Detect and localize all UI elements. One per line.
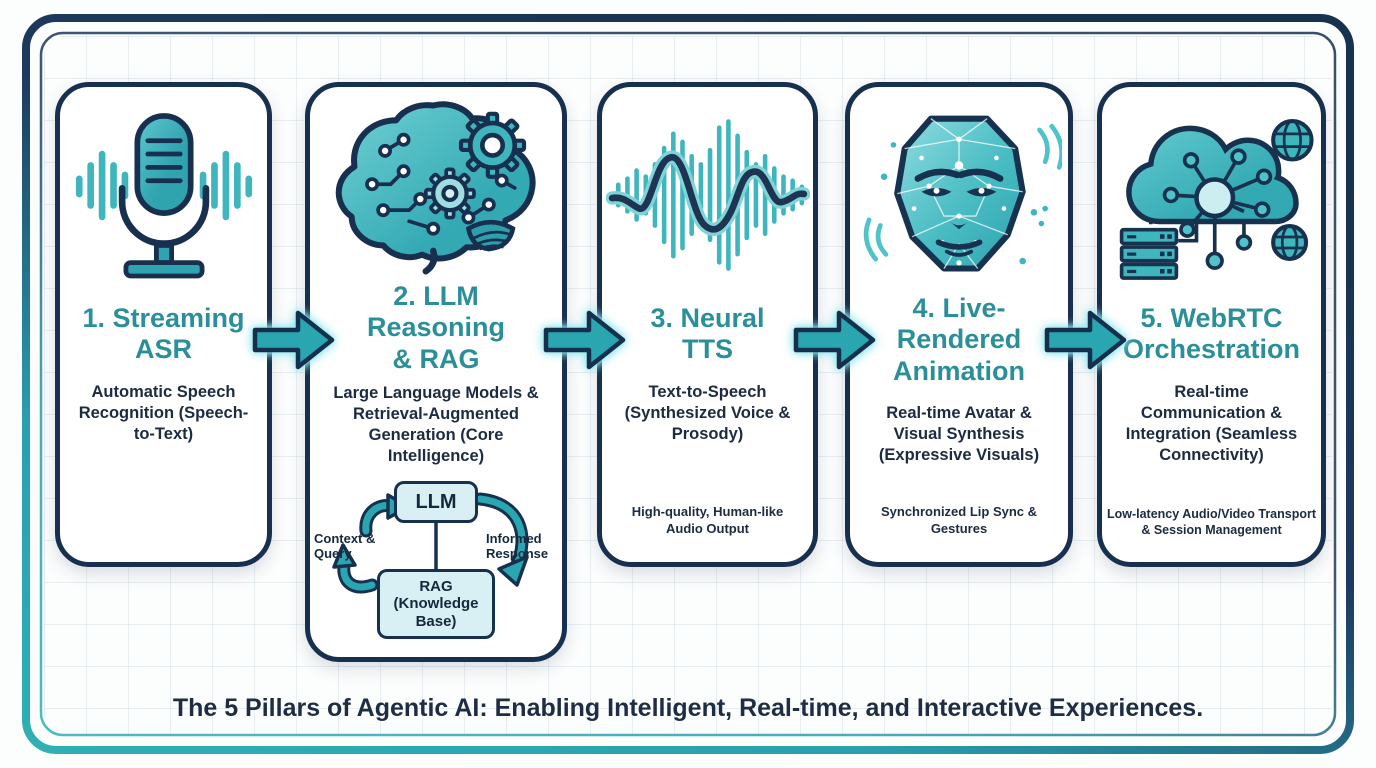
- flow-arrow-3: [793, 310, 876, 370]
- context-query-label: Context & Query: [314, 531, 376, 562]
- flow-arrow-4: [1044, 310, 1127, 370]
- pillar-subtitle: Real-time Avatar & Visual Synthesis (Exp…: [878, 403, 1040, 465]
- pillar-footnote: Low-latency Audio/Video Transport & Sess…: [1106, 506, 1317, 537]
- pillar-card-llm-rag: 2. LLM Reasoning & RAG Large Language Mo…: [305, 82, 567, 662]
- pillar-footnote: High-quality, Human-like Audio Output: [631, 504, 784, 537]
- llm-rag-diagram: LLM RAG (Knowledge Base) Context & Query…: [314, 473, 558, 645]
- informed-response-label: Informed Response: [486, 531, 549, 562]
- brain-gears-icon: [329, 97, 543, 277]
- pillar-footnote: Synchronized Lip Sync & Gestures: [880, 504, 1038, 537]
- flow-arrow-2: [543, 310, 626, 370]
- waveform-icon: [605, 101, 810, 289]
- microphone-icon: [64, 101, 264, 289]
- pillar-subtitle: Large Language Models & Retrieval-Augmen…: [333, 383, 539, 466]
- pillar-subtitle: Text-to-Speech (Synthesized Voice & Pros…: [624, 382, 791, 443]
- pillar-card-neural-tts: 3. Neural TTS Text-to-Speech (Synthesize…: [597, 82, 818, 567]
- pillar-subtitle: Real-time Communication & Integration (S…: [1125, 382, 1298, 464]
- pillar-title: 2. LLM Reasoning & RAG: [366, 281, 506, 374]
- polygon-face-icon: [856, 101, 1062, 289]
- pillar-card-live-animation: 4. Live-Rendered Animation Real-time Ava…: [845, 82, 1073, 567]
- pillar-subtitle: Automatic Speech Recognition (Speech-to-…: [78, 382, 249, 443]
- pillar-title: 1. Streaming ASR: [82, 303, 245, 365]
- caption: The 5 Pillars of Agentic AI: Enabling In…: [172, 694, 1204, 722]
- llm-box: LLM: [394, 481, 478, 523]
- llm-box-label: LLM: [415, 490, 457, 513]
- pillar-title: 4. Live-Rendered Animation: [893, 293, 1025, 386]
- pillar-card-webrtc: 5. WebRTC Orchestration Real-time Commun…: [1097, 82, 1326, 567]
- rag-box: RAG (Knowledge Base): [377, 569, 495, 639]
- rag-box-label: RAG (Knowledge Base): [393, 578, 479, 630]
- pillar-card-streaming-asr: 1. Streaming ASR Automatic Speech Recogn…: [55, 82, 272, 567]
- pillar-title: 3. Neural TTS: [650, 303, 765, 365]
- pillar-title: 5. WebRTC Orchestration: [1122, 303, 1301, 365]
- cloud-network-icon: [1107, 101, 1317, 289]
- flow-arrow-1: [252, 310, 335, 370]
